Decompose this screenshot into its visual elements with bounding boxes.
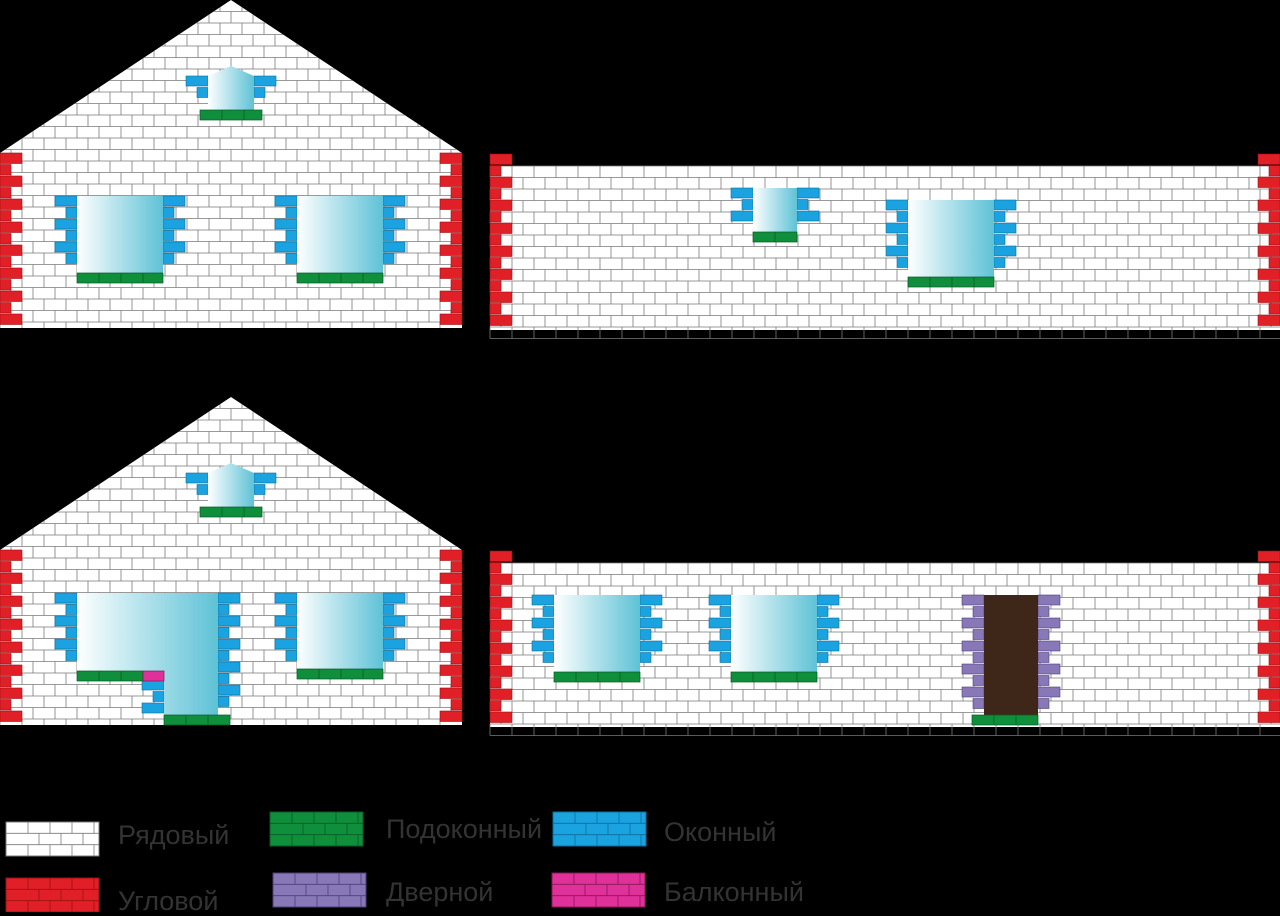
legend-swatch-corner <box>5 877 100 912</box>
legend-swatch-ordinary <box>5 821 100 857</box>
gable-wall-back <box>0 397 463 726</box>
legend-label-door: Дверной <box>386 877 494 907</box>
long-wall-door <box>489 550 1280 736</box>
legend-label-balcony: Балконный <box>664 877 804 907</box>
legend-swatch-door <box>272 872 367 908</box>
legend-label-corner: Угловой <box>118 886 219 916</box>
legend-label-ordinary: Рядовый <box>118 820 230 850</box>
legend-swatch-balcony <box>551 872 646 908</box>
legend-label-window: Оконный <box>664 817 777 847</box>
legend-swatch-window <box>552 811 647 847</box>
legend-label-sill: Подоконный <box>386 814 543 844</box>
legend-swatch-sill <box>269 811 364 847</box>
long-wall-side <box>489 153 1280 339</box>
gable-wall-front <box>0 0 463 328</box>
